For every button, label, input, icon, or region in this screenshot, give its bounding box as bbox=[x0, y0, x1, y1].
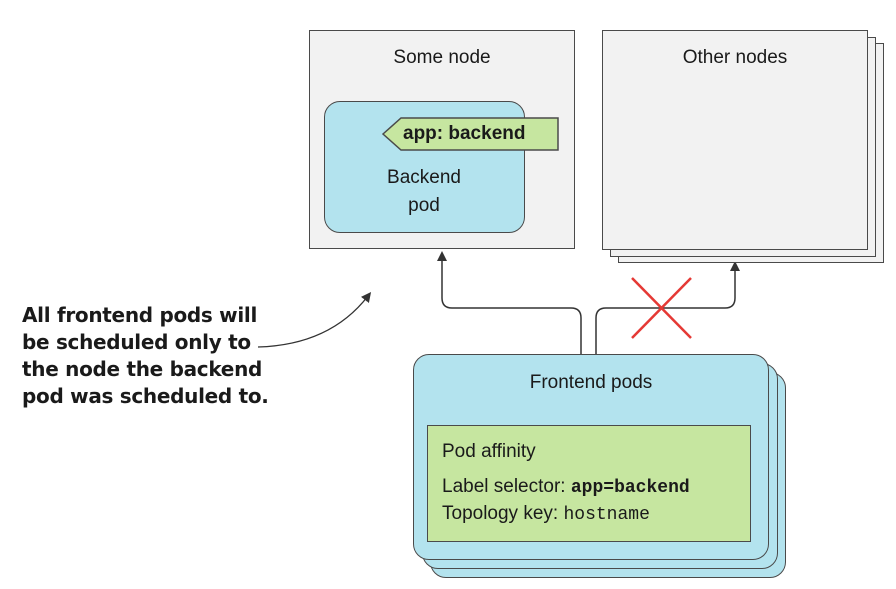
some-node-title: Some node bbox=[393, 47, 491, 68]
arrow-to-other-nodes bbox=[595, 261, 740, 355]
frontend-pods: Frontend pods Pod affinity Label selecto… bbox=[413, 354, 769, 560]
annotation-line-2: be scheduled only to bbox=[22, 330, 251, 354]
pod-affinity-heading: Pod affinity bbox=[442, 441, 536, 462]
annotation-line-4: pod was scheduled to. bbox=[22, 384, 269, 408]
annotation-text: All frontend pods will be scheduled only… bbox=[22, 302, 269, 410]
topology-key-value: hostname bbox=[563, 505, 650, 525]
label-selector-row: Label selector: app=backend bbox=[442, 476, 690, 498]
annotation-line-3: the node the backend bbox=[22, 357, 263, 381]
arrow-to-some-node bbox=[437, 251, 582, 355]
frontend-pods-title: Frontend pods bbox=[529, 372, 653, 393]
topology-key-label: Topology key: bbox=[442, 503, 564, 524]
backend-pod-name-line1: Backend bbox=[387, 167, 461, 188]
topology-key-row: Topology key: hostname bbox=[442, 503, 650, 525]
other-nodes-title: Other nodes bbox=[682, 47, 788, 68]
label-tag-icon bbox=[382, 117, 559, 151]
label-selector-label: Label selector: bbox=[442, 476, 571, 497]
backend-label-tag: app: backend bbox=[403, 123, 526, 144]
annotation-arrow bbox=[257, 292, 372, 348]
backend-pod-name: Backend pod bbox=[325, 164, 523, 220]
other-nodes: Other nodes bbox=[602, 30, 868, 250]
cross-icon bbox=[631, 277, 692, 339]
label-selector-value: app=backend bbox=[570, 478, 690, 498]
annotation-line-1: All frontend pods will bbox=[22, 303, 258, 327]
pod-affinity-box: Pod affinity Label selector: app=backend… bbox=[427, 425, 751, 542]
backend-pod-name-line2: pod bbox=[408, 195, 440, 216]
